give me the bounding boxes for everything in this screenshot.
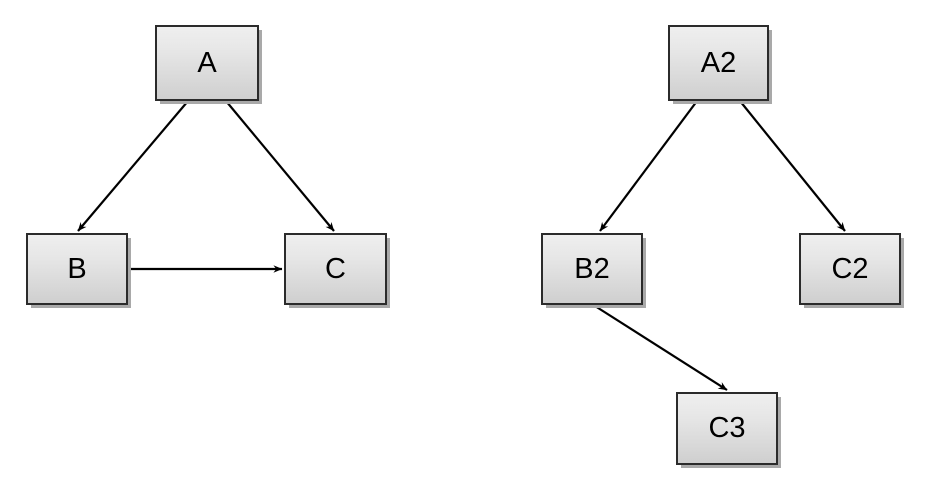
node-c3[interactable]: C3	[676, 392, 778, 465]
node-b[interactable]: B	[26, 233, 128, 305]
node-label: C3	[708, 412, 746, 444]
node-label: C2	[831, 252, 869, 285]
edge-a-b	[77, 100, 189, 232]
edge-a2-b2	[599, 100, 698, 232]
node-c[interactable]: C	[284, 233, 387, 305]
node-label: A2	[700, 46, 737, 79]
node-label: B2	[574, 252, 610, 285]
node-label: B	[67, 252, 87, 285]
edge-b2-c3	[594, 305, 728, 391]
edge-group	[77, 100, 846, 391]
node-label: A	[197, 46, 217, 79]
node-label: C	[325, 252, 346, 285]
node-b2[interactable]: B2	[541, 233, 643, 305]
node-a[interactable]: A	[155, 25, 259, 101]
node-a2[interactable]: A2	[668, 25, 769, 101]
node-c2[interactable]: C2	[799, 233, 901, 305]
edge-a-c	[225, 100, 335, 232]
edge-a2-c2	[739, 100, 846, 232]
